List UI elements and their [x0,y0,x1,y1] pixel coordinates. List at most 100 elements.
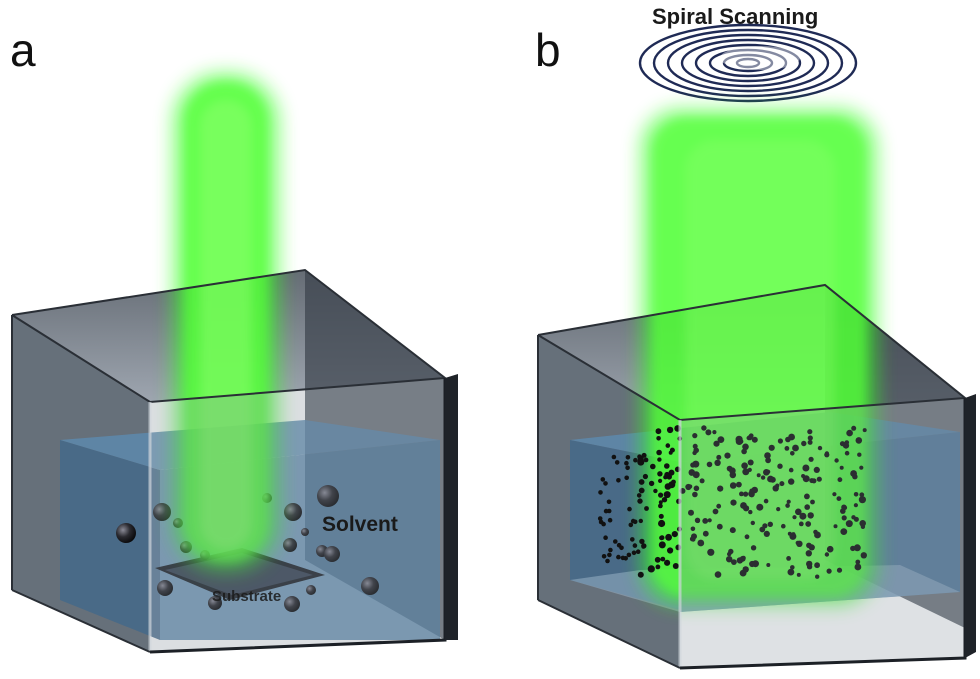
particle-dot [837,477,843,483]
particle-dot [638,518,643,524]
particle-dot [714,571,722,578]
particle-dot [665,443,671,448]
particle-dot [638,479,645,485]
particle-dot [671,479,676,485]
particle-dot [658,519,666,528]
particle-dot [809,478,815,484]
particle-dot [807,512,814,519]
particle-dot [692,491,698,498]
particle-dot [690,526,696,532]
particle-dot [714,459,721,466]
particle-dot [637,458,645,466]
particle-dot [748,509,753,515]
particle-dot [654,556,661,563]
particle-dot [607,517,613,523]
particle-dot [731,559,737,565]
panel-b: b Spiral Scanning [535,4,976,670]
particle-dot [660,556,666,562]
particle-dot [832,492,837,497]
particle-dot [638,487,645,494]
particle-dot [598,490,603,495]
particle-dot [760,475,766,480]
particle-dot [750,545,757,551]
particle-dot [657,457,662,462]
particle-dot [697,539,705,547]
tank-b-front-glass [680,398,965,668]
particle-dot [688,484,693,489]
particle-dot [730,499,737,506]
particle-dot [807,439,813,445]
particle-dot [659,535,665,541]
particle-dot [728,548,734,555]
particle-dot [854,563,862,571]
particle-dot [605,558,610,564]
particle-dot [792,515,797,520]
particle-dot [790,451,795,456]
particle-dot [768,444,775,451]
particle-dot [658,513,664,519]
particle-dot [663,491,671,499]
particle-dot [658,541,666,549]
particle-dot [775,483,780,488]
particle-dot [804,493,810,500]
laser-beam-a [172,72,280,572]
particle-dot [742,443,749,451]
particle-dot [616,554,621,560]
particle-dot [603,535,608,540]
particle-dot [628,522,634,528]
particle-dot [777,438,784,444]
particle-dot [786,499,791,504]
particle-dot [644,506,649,511]
particle-dot [765,469,771,474]
particle-dot [667,547,674,554]
particle-dot [859,492,865,498]
particle-dot [853,544,861,552]
particle-dot [751,436,758,443]
particle-dot [766,563,771,567]
particle-dot [692,433,698,439]
particle-dot [824,552,830,557]
particle-dot [851,425,857,431]
particle-dot [664,559,671,566]
particle-dot [639,538,645,545]
particle-dot [726,465,733,472]
particle-dot [641,544,646,549]
particle-dot [839,465,844,470]
particle-dot [765,457,771,464]
particle-dot [657,471,663,477]
particle-dot [805,521,812,527]
particle-dot [804,504,810,510]
particle-dot [613,539,618,544]
particle-dot [742,468,750,476]
particle-dot [726,556,733,563]
particle-dot [693,447,699,454]
particle-dot [802,464,810,472]
particle-dot [712,508,719,515]
particle-dot [724,452,731,459]
particle-dot [747,459,754,466]
particle-dot [633,457,638,463]
particle-dot [855,437,863,444]
particle-dot [658,492,664,498]
particle-dot [735,435,743,443]
particle-dot [788,433,795,441]
particle-dot [671,531,678,538]
particle-dot [840,528,848,535]
particle-dot [666,426,674,434]
particle-dot [716,454,722,460]
particle-dot [616,478,621,483]
panel-b-label: b [535,24,561,76]
particle-dot [705,429,712,436]
panel-a-label: a [10,24,36,76]
particle-dot [656,436,661,441]
particle-dot [635,549,641,554]
particle-dot [650,463,656,470]
tank-a-front-glass [150,378,445,652]
particle-dot [637,571,644,578]
particle-dot [836,496,842,501]
particle-dot [717,485,724,492]
particle-dot [842,442,850,449]
particle-dot [807,435,813,441]
particle-dot [808,456,814,462]
